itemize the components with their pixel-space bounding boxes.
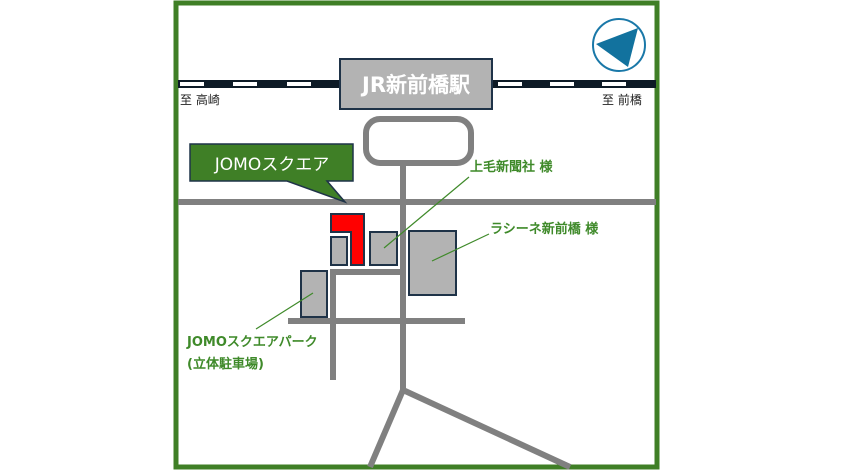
north-arrow-icon (592, 18, 646, 72)
parking-building (300, 270, 328, 318)
direction-maebashi: 至 前橋 (602, 92, 642, 107)
small-building (330, 236, 348, 266)
jomo-shimbun-building (369, 231, 398, 266)
jomo-square-building (330, 213, 365, 266)
label-parking-line1: JOMOスクエアパーク (186, 335, 318, 350)
callout-label: JOMOスクエア (214, 155, 329, 175)
leader-rashine (431, 233, 490, 262)
station-roundabout (363, 116, 474, 166)
label-jomo-shimbun: 上毛新聞社 様 (470, 159, 554, 175)
label-rashine: ラシーネ新前橋 様 (490, 221, 599, 237)
leader-parking (255, 292, 314, 330)
leader-jomo-shimbun (383, 176, 470, 249)
buildings (300, 213, 457, 318)
station-jr-shinmaebashi: JR新前橋駅 (339, 58, 493, 110)
jomo-square-callout: JOMOスクエア (189, 143, 354, 204)
label-parking-line2: (立体駐車場) (187, 356, 264, 372)
roads (178, 116, 656, 470)
direction-takasaki: 至 高崎 (180, 92, 220, 107)
station-label: JR新前橋駅 (360, 73, 471, 97)
rashine-building (408, 230, 457, 296)
